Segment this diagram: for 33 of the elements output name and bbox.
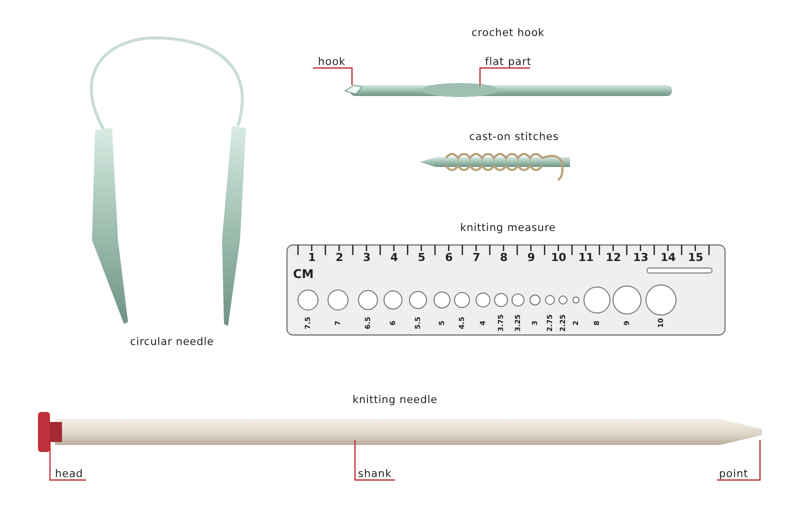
part-label: shank — [358, 468, 392, 480]
part-label: flat part — [485, 56, 532, 68]
object-caption: cast-on stitches — [469, 131, 559, 143]
scale-number: 12 — [606, 252, 622, 264]
object-caption: knitting measure — [460, 222, 556, 234]
leader-line — [354, 440, 395, 481]
scale-number: 7 — [472, 252, 480, 264]
scale-number: 4 — [390, 252, 398, 264]
scale-number: 13 — [633, 252, 648, 264]
scale-number: 15 — [688, 252, 704, 264]
scale-number: 11 — [578, 252, 594, 264]
leader-line — [479, 67, 530, 85]
scale-number: 14 — [660, 252, 676, 264]
scale-number: 1 — [308, 252, 316, 264]
scale-number: 3 — [362, 252, 371, 264]
part-label: hook — [318, 56, 346, 68]
scale-number: 8 — [500, 252, 508, 264]
leader-line — [49, 440, 86, 481]
scale-number: 2 — [336, 252, 344, 264]
unit-label: CM — [293, 268, 314, 281]
scale-number: 10 — [550, 252, 566, 264]
object-caption: circular needle — [130, 336, 214, 348]
straight-knitting-needle-drawing — [38, 412, 762, 452]
crochet-hook-drawing — [344, 83, 672, 97]
scale-number: 5 — [418, 252, 426, 264]
object-caption: crochet hook — [472, 27, 544, 39]
object-caption: knitting needle — [352, 394, 438, 406]
part-label: head — [55, 468, 84, 480]
leader-line — [313, 67, 353, 85]
scale-number: 6 — [445, 252, 453, 264]
leader-line — [717, 440, 761, 481]
scale-number: 9 — [527, 252, 536, 264]
part-label: point — [719, 468, 748, 480]
